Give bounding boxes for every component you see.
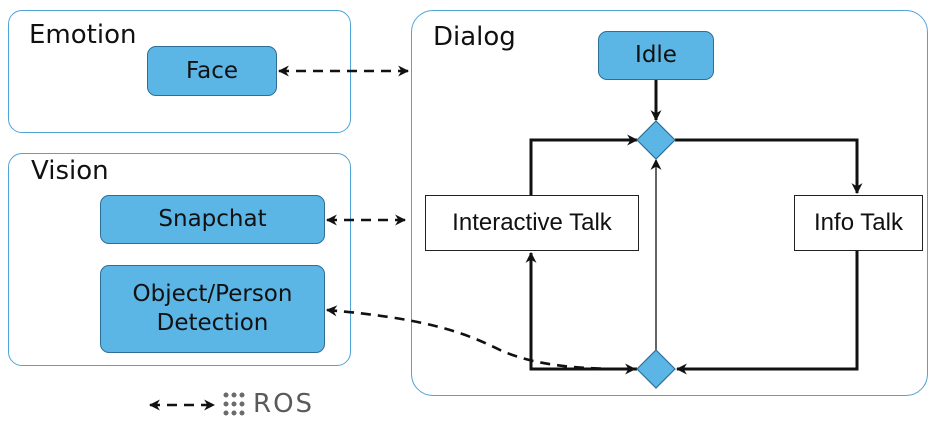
object-person-detection-module: Object/Person Detection <box>100 265 325 353</box>
info-talk-to-bottom-decision-arrow <box>675 251 859 375</box>
bottom-decision-node <box>636 349 676 389</box>
snapchat-module: Snapchat <box>100 195 325 244</box>
bottom-decision-to-interactive-arrow <box>525 251 637 371</box>
info-talk-state: Info Talk <box>794 195 923 251</box>
ros-logo-icon <box>223 392 245 416</box>
emotion-title: Emotion <box>29 20 137 50</box>
interactive-to-top-decision-arrow <box>529 134 639 195</box>
interactive-talk-state: Interactive Talk <box>425 195 639 251</box>
legend-ros-label: ROS <box>253 389 315 419</box>
dialog-title: Dialog <box>433 22 516 52</box>
detection-dialog-ros-link <box>325 305 637 375</box>
idle-state: Idle <box>598 31 714 80</box>
face-module: Face <box>147 46 277 96</box>
top-decision-to-info-talk-arrow <box>675 138 863 195</box>
top-decision-node <box>636 120 676 160</box>
vision-title: Vision <box>31 156 109 186</box>
